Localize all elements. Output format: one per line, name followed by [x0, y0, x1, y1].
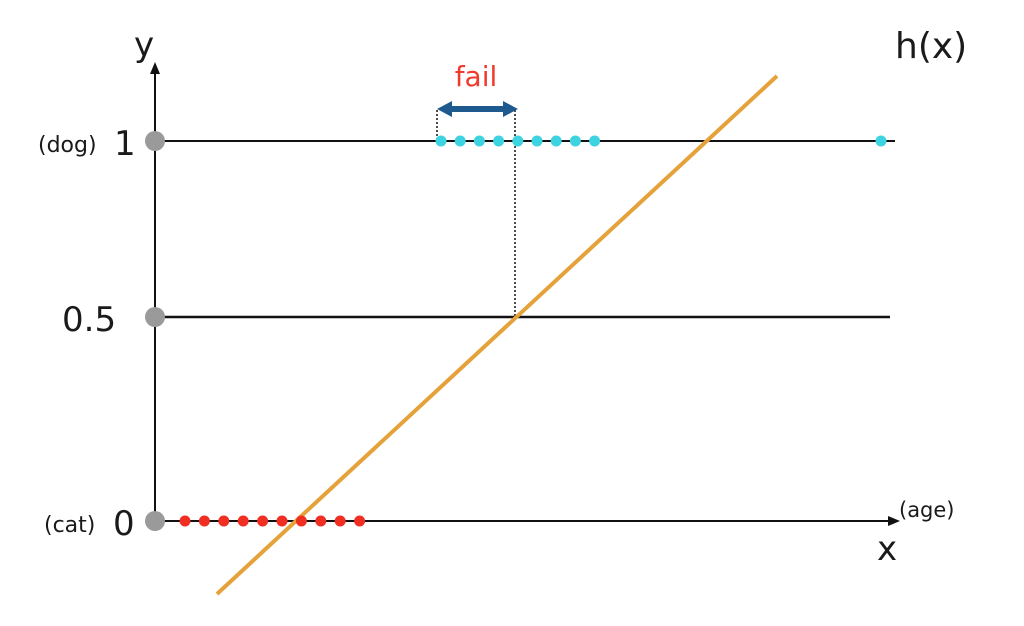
- cat-point: [179, 515, 191, 527]
- dog-point: [454, 135, 466, 147]
- x-axis-label: x: [877, 529, 897, 569]
- cat-point: [315, 515, 327, 527]
- cat-point: [334, 515, 346, 527]
- cat-point: [237, 515, 249, 527]
- dog-point: [435, 135, 447, 147]
- cat-point: [198, 515, 210, 527]
- dog-point: [512, 135, 524, 147]
- hypothesis-line: [215, 74, 779, 596]
- data-points: [179, 135, 887, 527]
- cat-point: [354, 515, 366, 527]
- fail-arrow: [437, 101, 518, 117]
- y-tick-half-label: 0.5: [62, 300, 116, 340]
- tick-marker-half: [145, 307, 165, 327]
- x-axis-arrowhead: [888, 516, 900, 526]
- cat-point: [257, 515, 269, 527]
- cat-point: [295, 515, 307, 527]
- y-tick-zero-label: 0: [113, 504, 135, 544]
- y-axis-label: y: [134, 25, 154, 65]
- fail-arrow-head-right: [503, 101, 518, 117]
- y-tick-markers: [145, 131, 165, 531]
- dog-point: [473, 135, 485, 147]
- dog-point: [531, 135, 543, 147]
- dog-point: [493, 135, 505, 147]
- cat-point: [276, 515, 288, 527]
- y-tick-one-label: 1: [114, 124, 136, 164]
- tick-marker-one: [145, 131, 165, 151]
- fail-arrow-head-left: [437, 101, 452, 117]
- cat-point: [218, 515, 230, 527]
- dog-point: [875, 135, 887, 147]
- fail-label: fail: [455, 60, 498, 93]
- hypothesis-label: h(x): [895, 26, 967, 67]
- dog-point: [550, 135, 562, 147]
- dog-point: [589, 135, 601, 147]
- y-axis-arrowhead: [150, 62, 160, 74]
- dog-label: (dog): [38, 133, 97, 158]
- cat-label: (cat): [44, 513, 95, 538]
- tick-marker-zero: [145, 511, 165, 531]
- dog-point: [569, 135, 581, 147]
- x-unit-label: (age): [899, 498, 955, 522]
